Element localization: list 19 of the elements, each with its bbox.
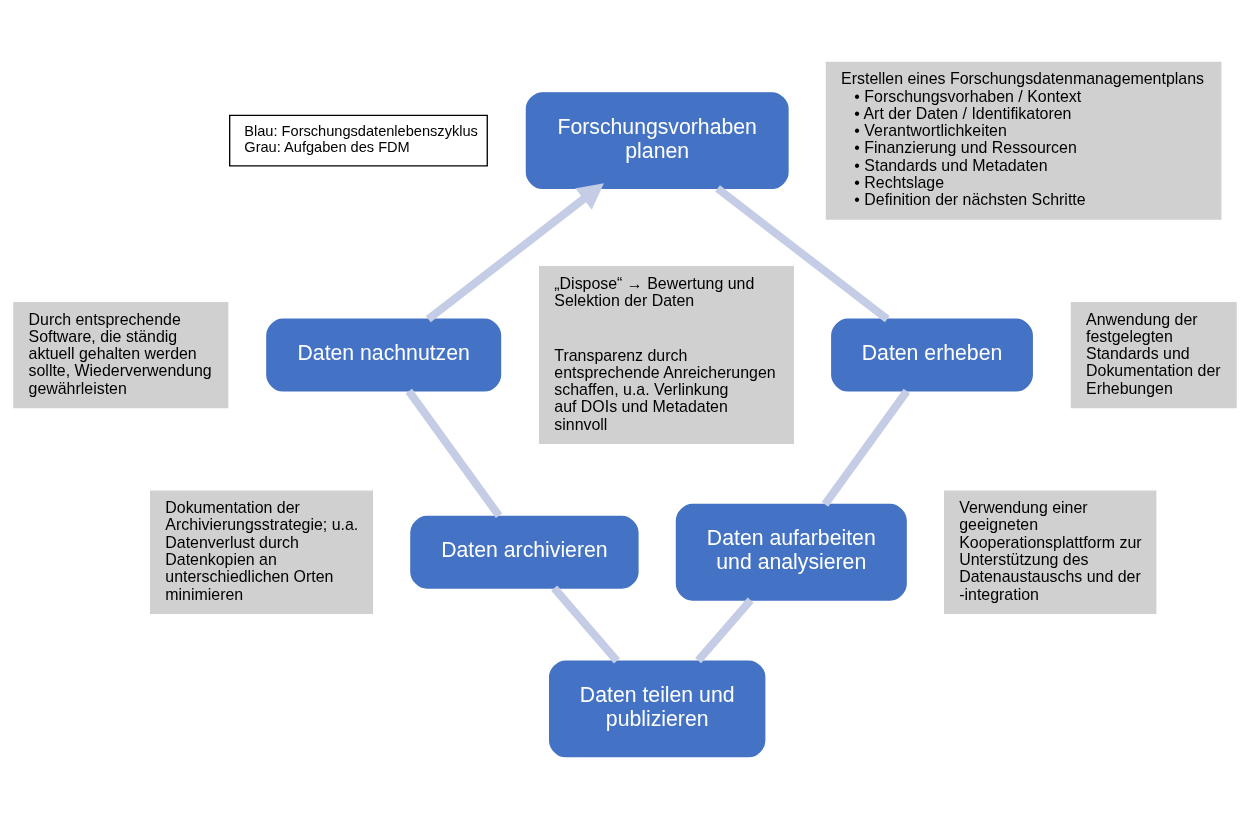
node-box: Verwendung einer geeigneten Kooperationsplattform zur Unterstützung des Datenaustauschs und der -integration — [943, 490, 1157, 614]
connector — [695, 597, 754, 663]
node-box: Durch entsprechende Software, die ständig aktuell gehalten werden sollte, Wiederverwendung gewährleisten — [13, 301, 229, 408]
connector — [551, 585, 620, 663]
node-box: Dokumentation der Archivierungsstrategie; u.a. Datenverlust durch Datenkopien an unterschiedlichen Orten minimieren — [150, 490, 374, 614]
node-box: Forschungsvorhaben planen — [525, 91, 789, 189]
node-box: Daten teilen und publizieren — [549, 659, 766, 757]
node-box: Daten nachnutzen — [266, 318, 502, 392]
arrow — [425, 182, 604, 322]
node-box: Daten archivieren — [410, 515, 639, 589]
node-box: Anwendung der festgelegten Standards und Dokumentation der Erhebungen — [1070, 301, 1237, 408]
node-box: „Dispose“ → Bewertung und Selektion der Daten Transparenz durch entsprechende Anreicherungen schaffen, u.a. Verlinkung auf DOIs und Metadaten sinnvoll — [539, 265, 794, 444]
node-box: Erstellen eines Forschungsdatenmanagementplans • Forschungsvorhaben / Kontext • Art der Daten / Identifikatoren • Verantwortlichkeiten • Finanzierung und Ressourcen • Standards und Metadaten • Rechtslage • Definition der nächsten Schritte — [825, 61, 1222, 220]
node-box: Daten aufarbeiten und analysieren — [675, 503, 907, 601]
connector — [405, 388, 503, 518]
node-box: Daten erheben — [831, 318, 1033, 392]
label: Grau: Aufgaben des FDM — [244, 138, 410, 155]
connector — [821, 388, 911, 507]
label: Blau: Forschungsdatenlebenszyklus — [244, 122, 478, 139]
